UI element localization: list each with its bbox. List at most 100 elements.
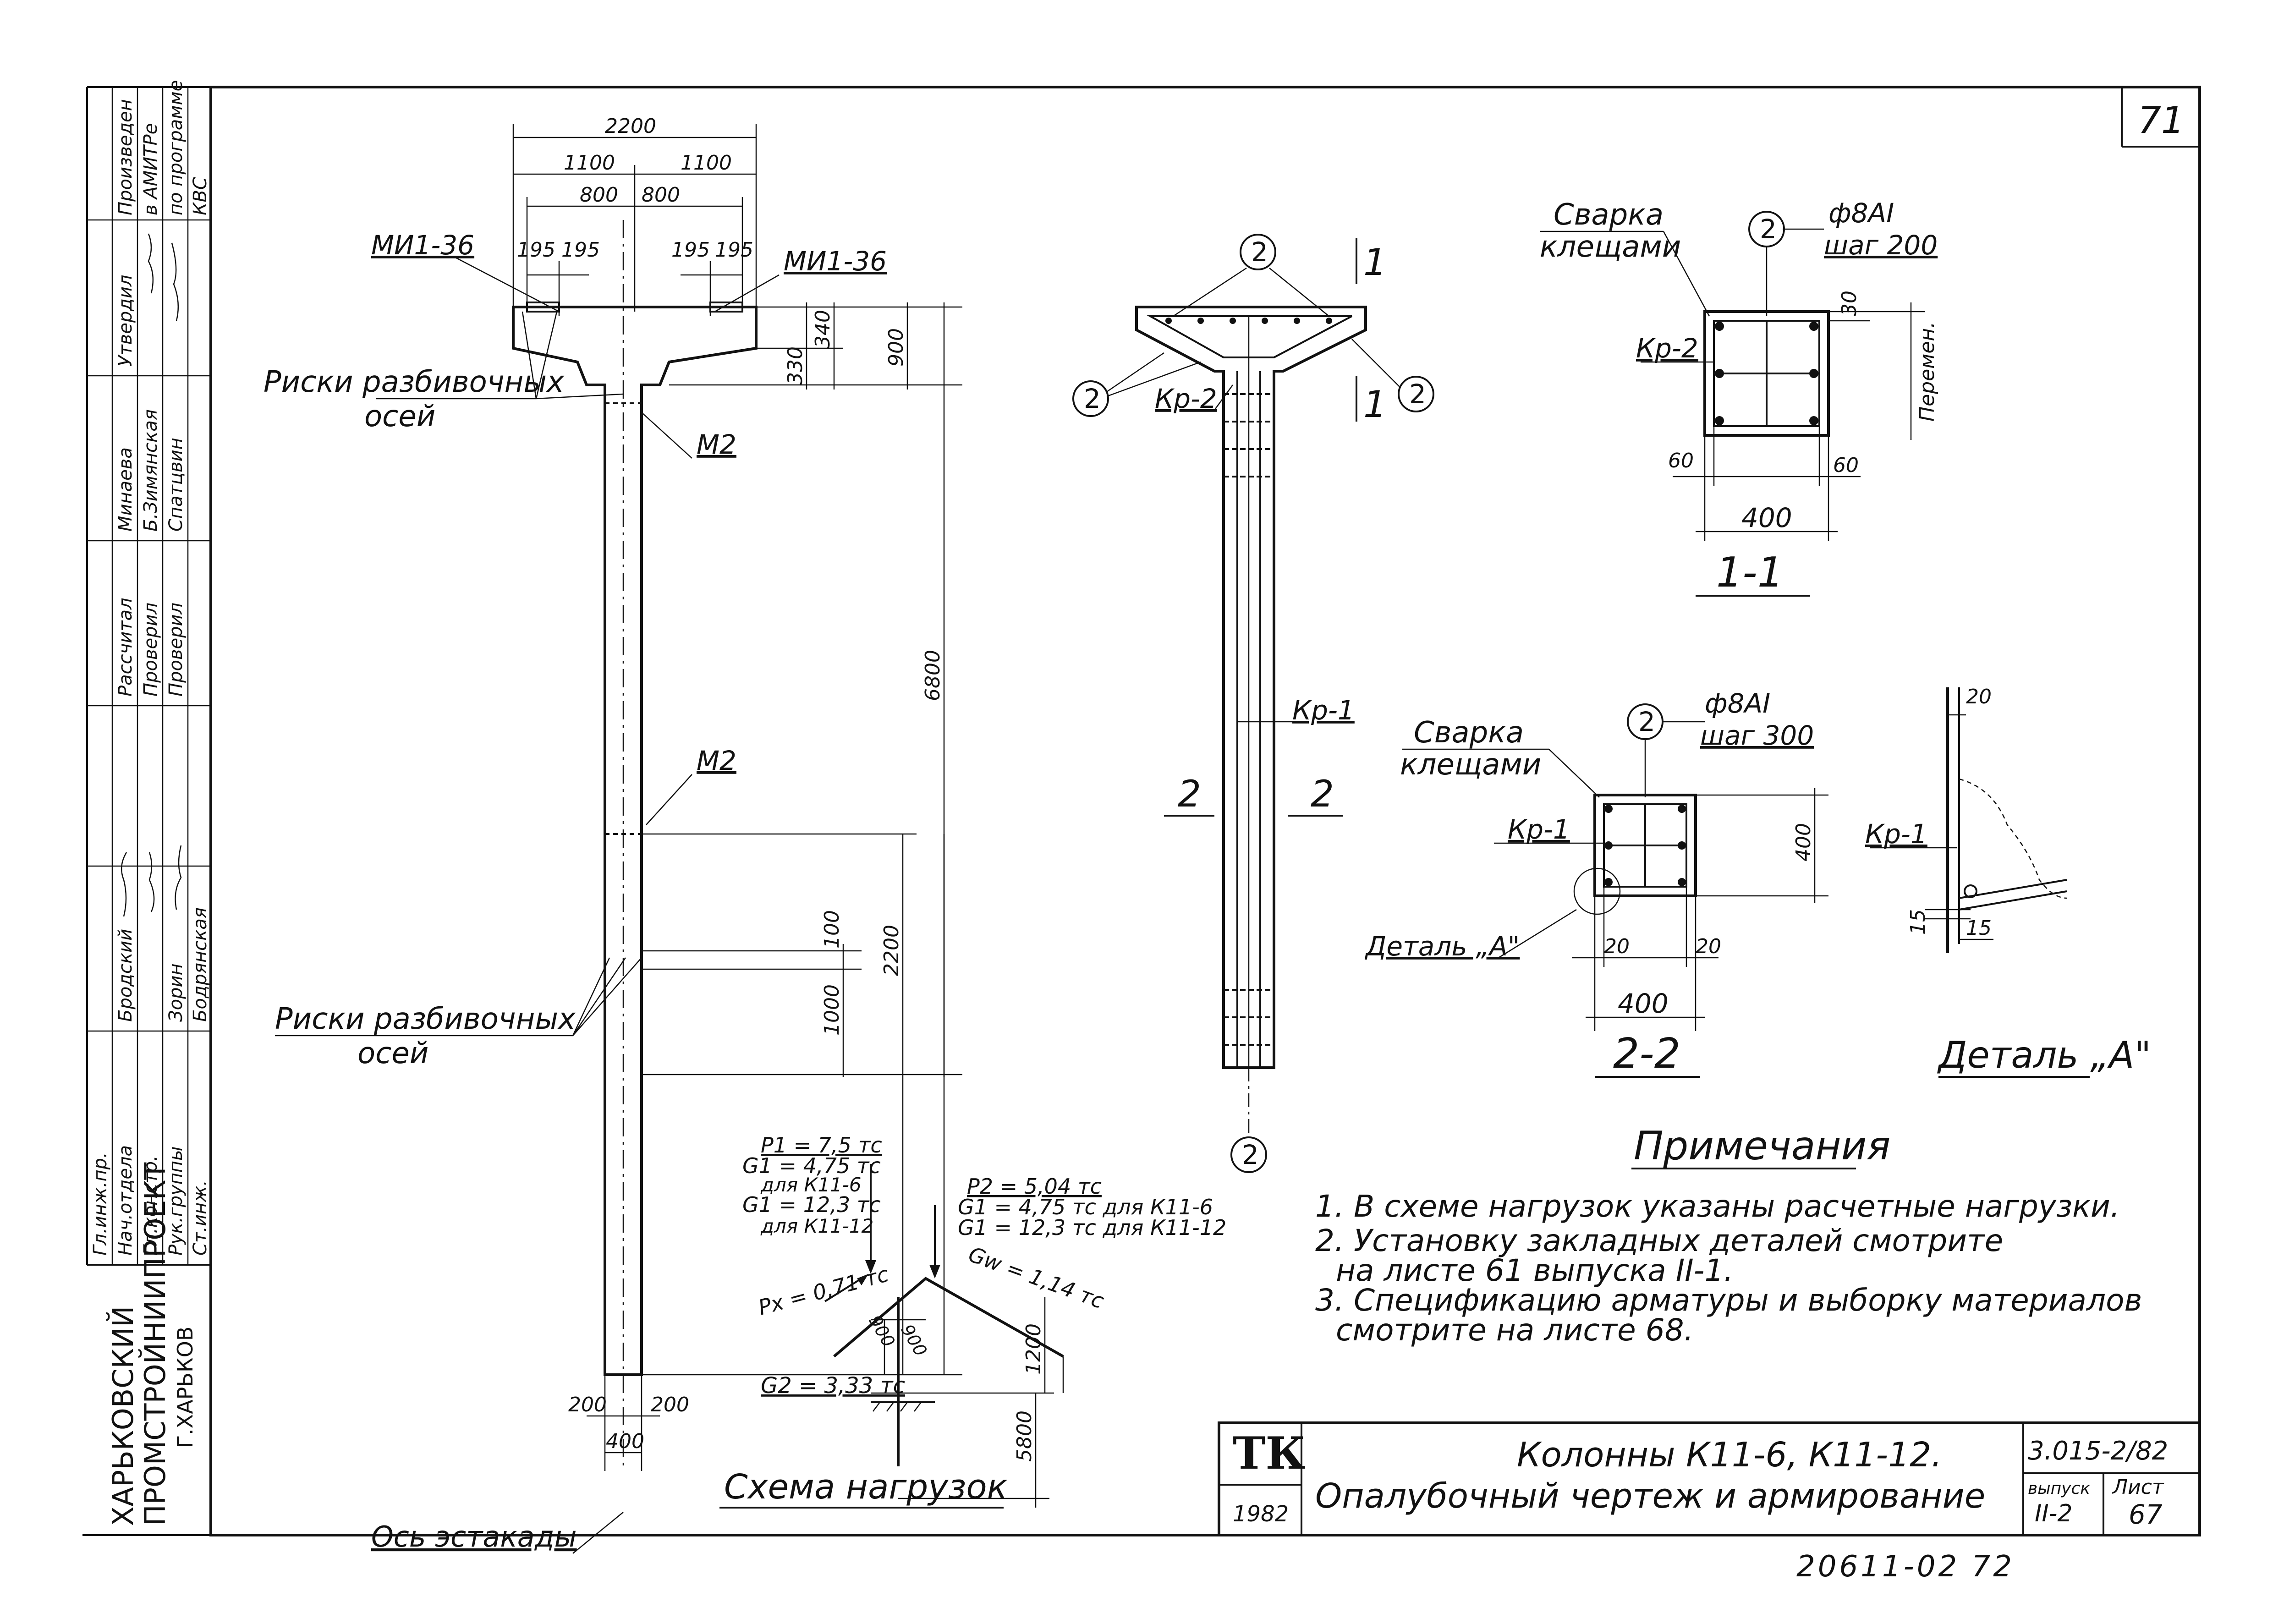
section-1-1: Сварка клещами 2 ф8АI шаг 200 Кр-2 30 Пе… [1540,198,1939,597]
s2-detail-label: Деталь „А" [1364,931,1520,962]
sheet-label: Лист [2112,1476,2164,1499]
title-block: ТК 1982 Колонны К11-6, К11-12. Опалубочн… [1218,1421,2201,1536]
section-1-mark-bot: 1 [1363,383,1387,426]
m2-top-label: М2 [697,429,736,460]
load-px: Px = 0,71 тс [756,1262,891,1320]
series: 3.015-2/82 [2028,1436,2168,1466]
stamp-name-3: Бодрянская [190,907,211,1022]
notes: Примечания 1. В схеме нагрузок указаны р… [1315,1123,2142,1348]
load-scheme-title: Схема нагрузок [724,1467,1008,1507]
load-dim-900-b: 900 [897,1321,931,1360]
issue: II-2 [2035,1500,2073,1527]
dim-200-right: 200 [651,1393,689,1416]
dim-800-left: 800 [580,183,618,207]
risk-bot-line2: осей [357,1037,428,1070]
s2-mark: 2 [1638,706,1655,737]
s2-step: шаг 300 [1700,720,1814,751]
load-scheme: P1 = 7,5 тс G1 = 4,75 тс для К11-6 G1 = … [719,1133,1226,1509]
s1-kr: Кр-2 [1636,333,1698,364]
kr2-label: Кр-2 [1155,383,1217,414]
s1-mark: 2 [1760,214,1777,245]
s2-dim-400-v: 400 [1792,823,1815,861]
dim-340: 340 [811,310,835,348]
risk-top-line2: осей [364,400,435,433]
detail-kr: Кр-1 [1865,818,1927,850]
note-2-cont: на листе 61 выпуска II-1. [1336,1253,1733,1288]
title-line2: Опалубочный чертеж и армирование [1315,1476,1985,1516]
kr1-label: Кр-1 [1292,695,1355,726]
tk-logo: ТК [1233,1427,1306,1479]
detail-dim-15-b: 15 [1966,916,1992,940]
note-1: 1. В схеме нагрузок указаны расчетные на… [1315,1189,2120,1224]
stamp-col6-1: в АМИТРе [140,123,161,215]
stamp-role-2: Гл.констр. [140,1155,161,1256]
load-g1-a-for: для К11-6 [760,1174,862,1196]
dim-1100-right: 1100 [681,151,732,175]
column-elevation: 2200 1100 1100 800 800 195 195 195 195 М… [264,115,962,1554]
stamp-role-3: Рук.группы [165,1146,187,1256]
org-line2: ПРОМСТРОЙНИИПРОЕКТ [138,1162,172,1526]
load-g1-d: G1 = 12,3 тс для К11-12 [958,1215,1226,1240]
dim-6800: 6800 [921,650,944,701]
mi-right-label: МИ1-36 [784,246,887,277]
s1-dim-400: 400 [1741,502,1792,533]
mark-2-top: 2 [1251,236,1268,268]
stamp-name-2: Зорин [165,963,187,1022]
sheet: 67 [2129,1499,2163,1530]
org-name: ХАРЬКОВСКИЙ ПРОМСТРОЙНИИПРОЕКТ Г.ХАРЬКОВ [106,1162,198,1526]
load-gw: Gw = 1,14 тс [965,1242,1107,1314]
section-2-mark-right: 2 [1311,773,1334,815]
note-3-cont: смотрите на листе 68. [1336,1312,1694,1348]
mark-2-bottom: 2 [1242,1139,1259,1170]
stamp-person-1: Б.Зимянская [140,409,161,532]
section-2-mark-left: 2 [1178,773,1201,815]
detail-dim-15-a: 15 [1906,909,1930,935]
stamp-col6-2: по программе [165,80,187,215]
dim-2200-top: 2200 [605,115,656,138]
notes-title: Примечания [1634,1123,1890,1169]
s1-dim-60-right: 60 [1833,454,1859,477]
s2-dim-20-left: 20 [1604,935,1630,958]
load-dim-5800: 5800 [1013,1410,1036,1462]
title-line1: Колонны К11-6, К11-12. [1517,1435,1942,1475]
load-p2: P2 = 5,04 тс [967,1174,1102,1199]
note-2: 2. Установку закладных деталей смотрите [1315,1223,2003,1258]
s1-dim-60-left: 60 [1668,449,1694,472]
sheet-number: 71 [2138,99,2185,142]
dim-100: 100 [820,910,844,949]
section-1-mark-top: 1 [1363,241,1387,284]
stamp-col6-3: КВС [190,177,211,215]
s2-bar: ф8АI [1705,688,1770,719]
stamp-person-2: Спатцвин [165,438,187,532]
issue-label: выпуск [2028,1479,2090,1498]
load-g1-b-for: для К11-12 [760,1215,873,1237]
stamp-col5-0: Утвердил [115,275,136,367]
stamp-col6-0: Произведен [115,99,136,215]
dim-400-base: 400 [606,1430,644,1453]
stamp-role-4: Ст.инж. [190,1180,211,1256]
dim-195-a: 195 [517,238,555,262]
s2-weld-line2: клещами [1400,748,1541,782]
load-g2: G2 = 3,33 тс [761,1373,905,1399]
org-line1: ХАРЬКОВСКИЙ [106,1306,140,1526]
stamp-name-0: Бродский [115,929,136,1022]
dim-330: 330 [784,346,807,385]
axis-label: Ось эстакады [371,1520,577,1553]
detail-a: 20 Кр-1 15 15 Деталь „А" [1865,685,2151,1078]
risk-top-line1: Риски разбивочных [264,365,565,399]
dim-900: 900 [884,328,908,367]
note-3: 3. Спецификацию арматуры и выборку матер… [1315,1283,2142,1318]
s1-step: шаг 200 [1824,230,1938,261]
mi-left-label: МИ1-36 [371,230,474,261]
dim-195-d: 195 [715,238,753,262]
load-g1-a: G1 = 4,75 тс [742,1153,881,1178]
stamp-person-0: Минаева [115,447,136,532]
sheet-frame [209,86,2201,1536]
section-2-2: Сварка клещами 2 ф8АI шаг 300 Кр-1 400 Д… [1364,688,1828,1078]
detail-title: Деталь „А" [1937,1034,2151,1076]
load-dim-900-a: 900 [865,1312,899,1351]
s2-title: 2-2 [1613,1030,1680,1078]
s1-title: 1-1 [1716,549,1784,597]
left-stamp: Гл.инж.пр. Нач.отдела Гл.констр. Рук.гру… [82,80,211,1536]
